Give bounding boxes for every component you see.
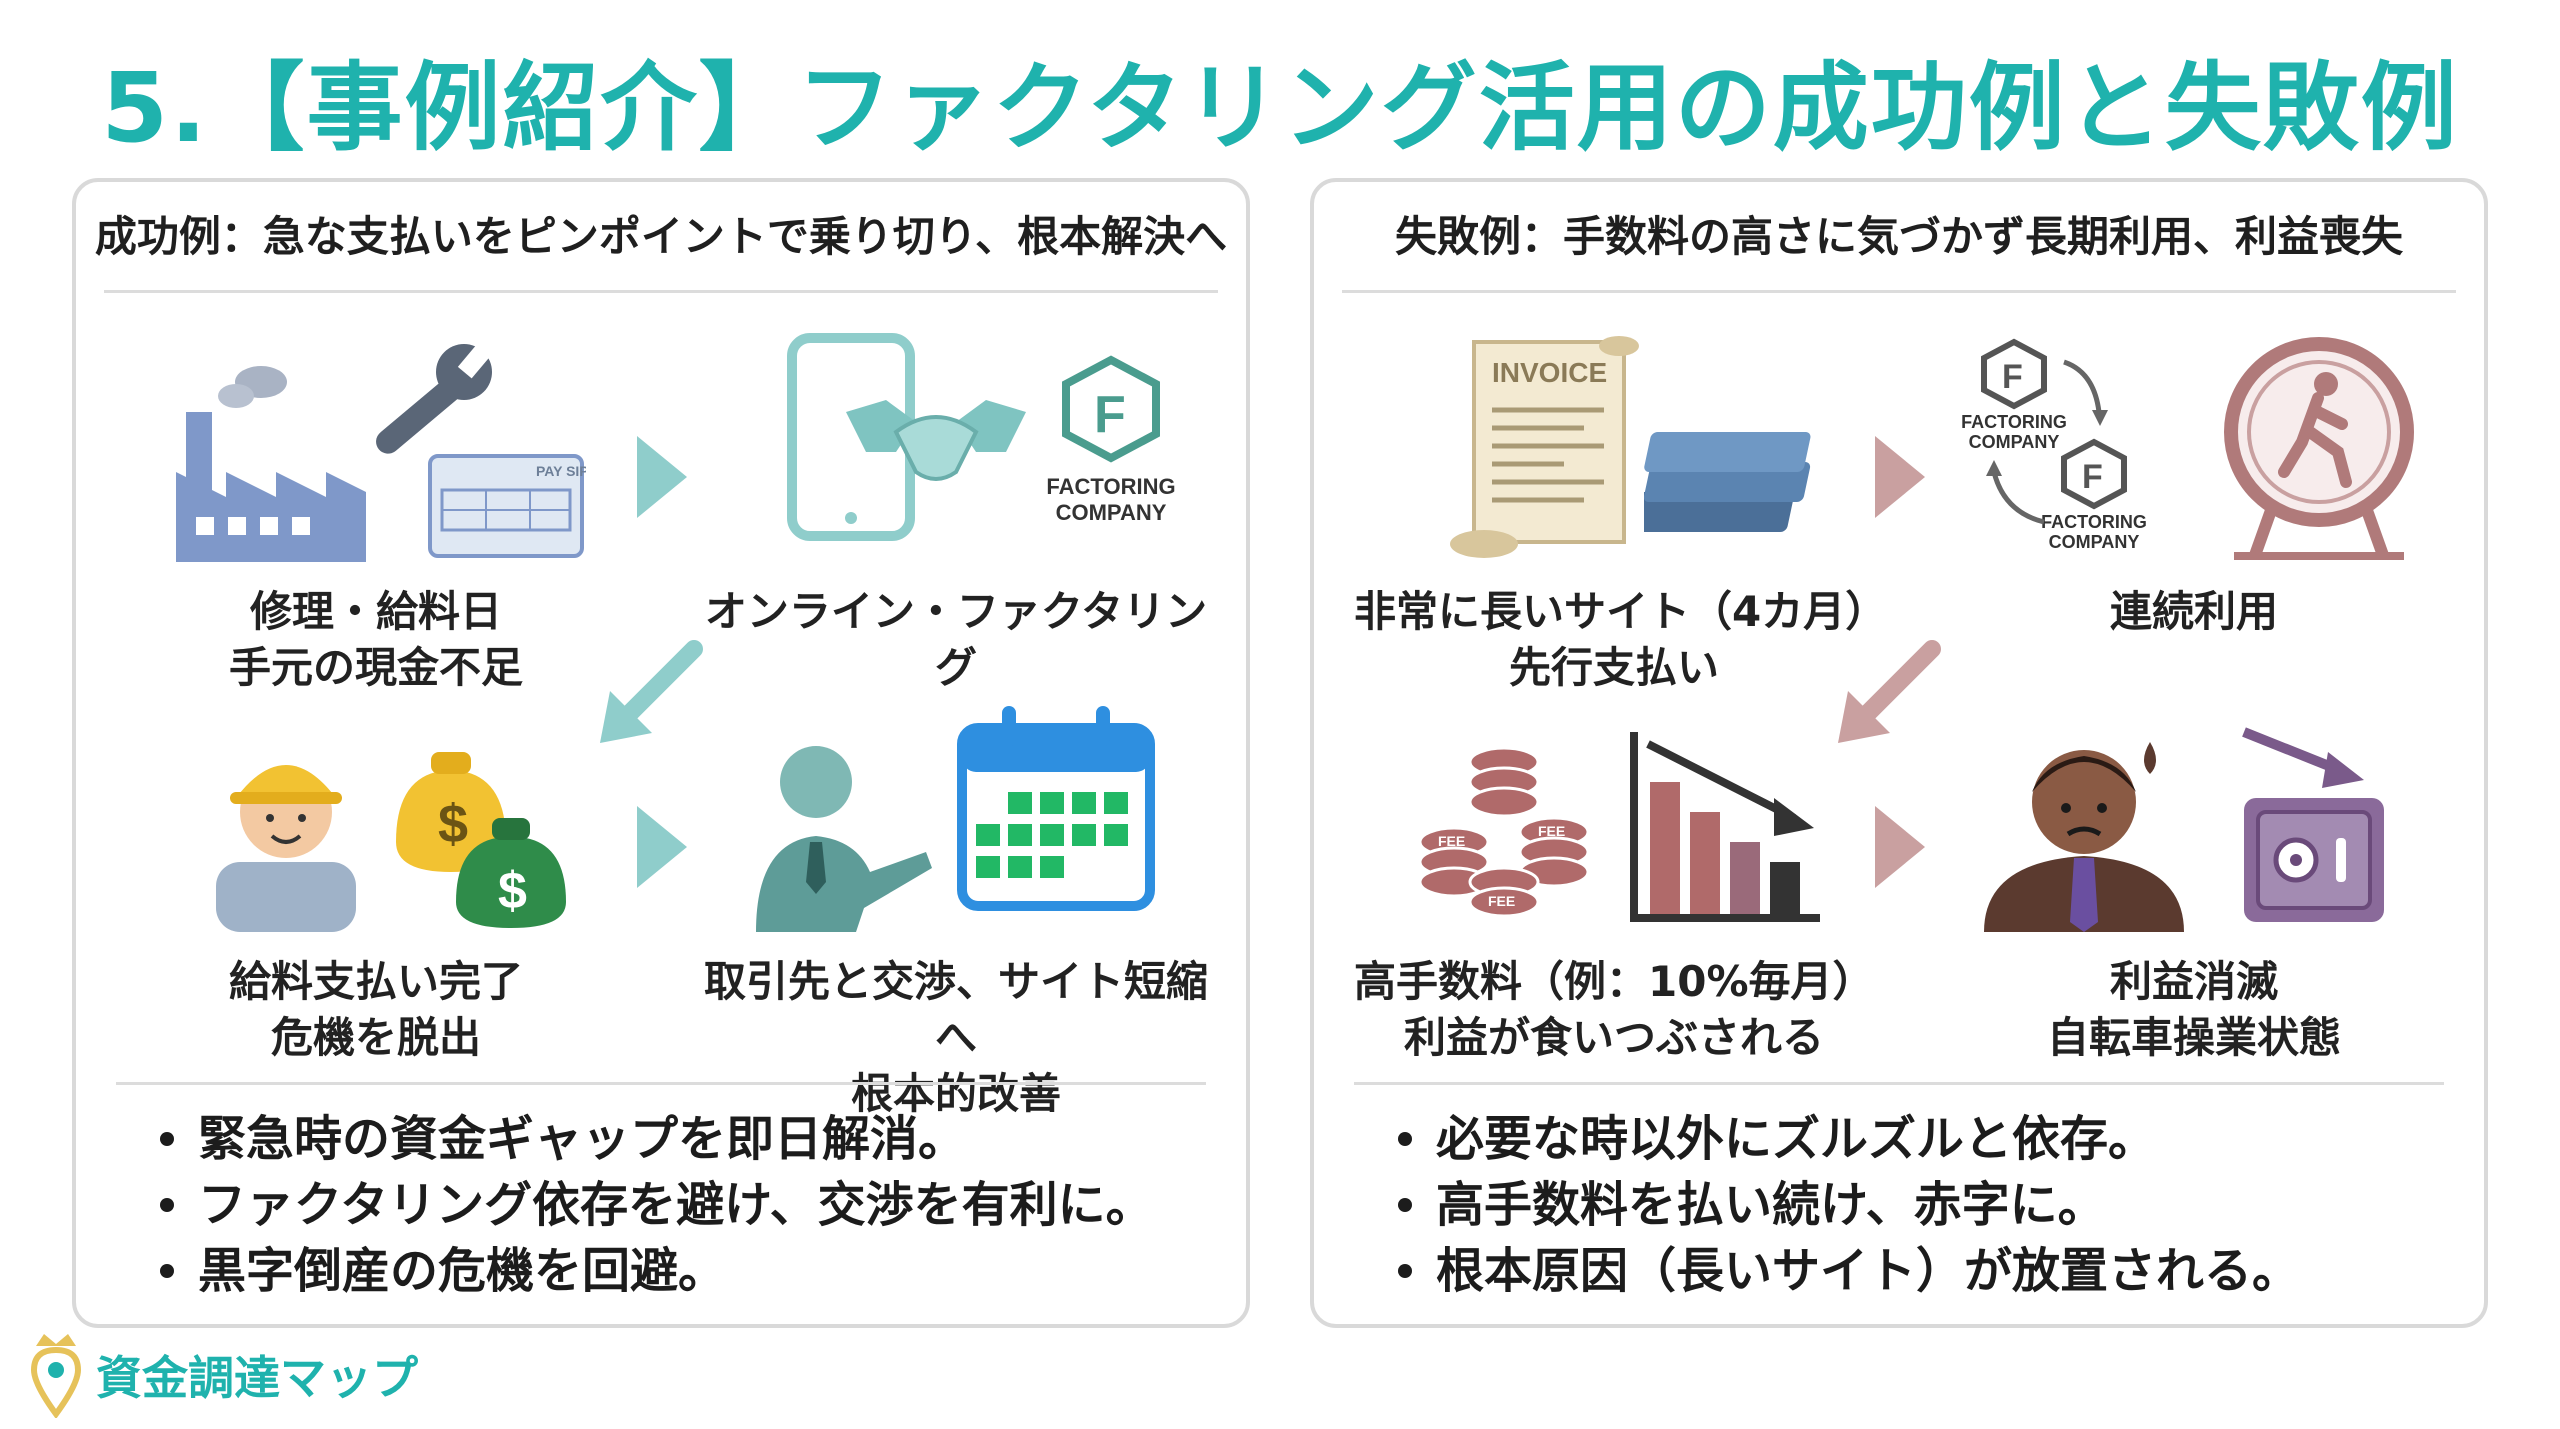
worker-icon [216, 765, 356, 932]
factoring-company-logo-icon: F FACTORING COMPANY [1046, 355, 1176, 525]
list-item: ファクタリング依存を避け、交渉を有利に。 [156, 1172, 1154, 1238]
list-item: 黒字倒産の危機を回避。 [156, 1238, 1154, 1304]
success-panel: 成功例：急な支払いをピンポイントで乗り切り、根本解決へ PAY SI [72, 178, 1250, 1328]
worried-person-icon [1984, 742, 2184, 932]
success-step-2: F FACTORING COMPANY オンライン・ファクタリング [696, 322, 1216, 722]
right-arrow-icon [1875, 436, 1925, 518]
success-step-4: 取引先と交渉、サイト短縮へ 根本的改善 [696, 692, 1216, 1118]
svg-text:$: $ [438, 794, 468, 854]
svg-text:F: F [1094, 386, 1126, 444]
location-pin-crown-icon [30, 1334, 82, 1418]
success-step-3: $ $ 給料支払い完了 危機を脱出 [116, 692, 636, 1092]
failure-step-3: FEE FEE FEE 高手数料（例：10%毎月） 利益が食いつぶされる [1354, 692, 1875, 1092]
factoring-label-2: COMPANY [1056, 500, 1167, 525]
factoring-cycle-icon: F FACTORING COMPANY F FACTORING COMPANY [1961, 338, 2147, 552]
down-left-arrow-icon [600, 640, 703, 743]
invoice-scroll-icon: INVOICE [1450, 336, 1639, 558]
down-left-arrow-icon [1838, 640, 1941, 743]
hamster-wheel-icon [2224, 337, 2414, 561]
failure-step-4-caption: 利益消滅 自転車操業状態 [2046, 957, 2341, 1062]
success-step-4-caption: 取引先と交渉、サイト短縮へ 根本的改善 [703, 957, 1208, 1118]
success-header-divider [104, 290, 1218, 293]
wrench-icon [376, 343, 492, 454]
right-arrow-icon [637, 436, 687, 518]
failure-step-2: F FACTORING COMPANY F FACTORING COMPANY [1934, 322, 2454, 722]
failure-step-1-caption: 非常に長いサイト（4カ月） 先行支払い [1354, 587, 1888, 692]
calendar-icon [957, 706, 1155, 911]
failure-step-2-caption: 連続利用 [2109, 587, 2278, 636]
right-arrow-icon [1875, 806, 1925, 888]
page-title: 5.【事例紹介】ファクタリング活用の成功例と失敗例 [101, 52, 2459, 164]
coin-stacks-icon: FEE FEE FEE [1418, 746, 1590, 918]
failure-bullets-divider [1354, 1082, 2444, 1085]
brand-name: 資金調達マップ [96, 1351, 418, 1405]
success-step-1-caption: 修理・給料日 手元の現金不足 [228, 587, 523, 692]
factory-icon [176, 366, 366, 562]
fee-label-1: FEE [1438, 833, 1465, 849]
fee-label-3: FEE [1488, 893, 1515, 909]
failure-header-divider [1342, 290, 2456, 293]
factoring-label-1: FACTORING [1961, 412, 2067, 432]
declining-chart-icon [1630, 732, 1820, 922]
invoice-label: INVOICE [1492, 357, 1607, 388]
handshake-icon [846, 400, 1026, 481]
failure-header: 失敗例：手数料の高さに気づかず長期利用、利益喪失 [1394, 212, 2403, 261]
right-arrow-icon [637, 806, 687, 888]
factoring-label-2: COMPANY [1969, 432, 2060, 452]
cash-stack-icon [1644, 432, 1811, 532]
success-bullet-list: 緊急時の資金ギャップを即日解消。 ファクタリング依存を避け、交渉を有利に。 黒字… [156, 1106, 1154, 1304]
list-item: 根本原因（長いサイト）が放置される。 [1394, 1238, 2300, 1304]
failure-step-3-caption: 高手数料（例：10%毎月） 利益が食いつぶされる [1354, 957, 1875, 1062]
brand-logo: 資金調達マップ [20, 1328, 540, 1418]
failure-step-4: 利益消滅 自転車操業状態 [1934, 692, 2454, 1092]
svg-text:F: F [2002, 358, 2023, 396]
success-step-1: PAY SIP 修理・給料日 手元の現金不足 [116, 322, 636, 722]
svg-text:$: $ [498, 862, 527, 920]
success-header: 成功例：急な支払いをピンポイントで乗り切り、根本解決へ [94, 212, 1228, 261]
fee-label-2: FEE [1538, 823, 1565, 839]
failure-panel: 失敗例：手数料の高さに気づかず長期利用、利益喪失 INVOICE [1310, 178, 2488, 1328]
factoring-label-1: FACTORING [1046, 474, 1175, 499]
payslip-label: PAY SIP [536, 463, 586, 479]
success-step-3-caption: 給料支払い完了 危機を脱出 [228, 957, 523, 1062]
safe-icon [2242, 727, 2384, 922]
success-step-2-caption: オンライン・ファクタリング [704, 587, 1208, 692]
money-bag-icon: $ $ [396, 752, 566, 928]
failure-step-1: INVOICE 非常に長いサイト（4カ月） 先行支払い [1354, 322, 1888, 722]
list-item: 必要な時以外にズルズルと依存。 [1394, 1106, 2300, 1172]
success-bullets-divider [116, 1082, 1206, 1085]
svg-text:F: F [2082, 458, 2103, 496]
factoring-label-3: FACTORING [2041, 512, 2147, 532]
list-item: 高手数料を払い続け、赤字に。 [1394, 1172, 2300, 1238]
businessman-icon [756, 746, 932, 932]
payslip-icon: PAY SIP [428, 454, 586, 558]
failure-bullet-list: 必要な時以外にズルズルと依存。 高手数料を払い続け、赤字に。 根本原因（長いサイ… [1394, 1106, 2300, 1304]
list-item: 緊急時の資金ギャップを即日解消。 [156, 1106, 1154, 1172]
factoring-label-4: COMPANY [2049, 532, 2140, 552]
